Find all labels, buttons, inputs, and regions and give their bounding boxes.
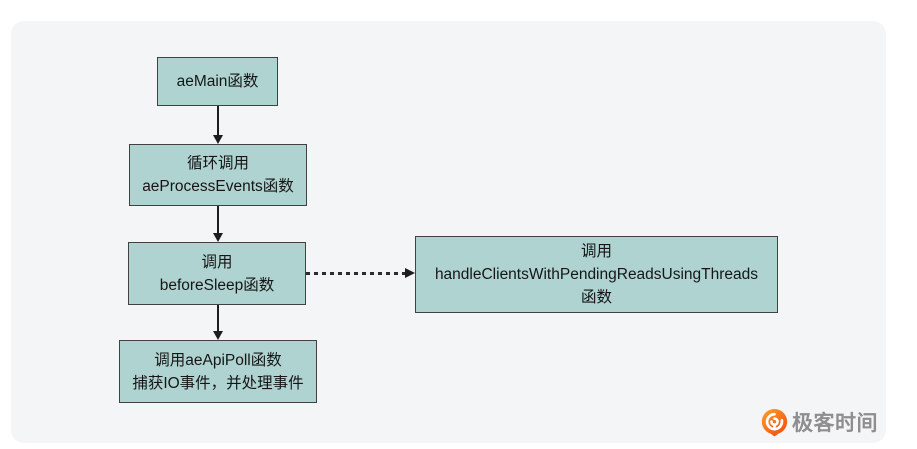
node-aeapipoll: 调用aeApiPoll函数 捕获IO事件，并处理事件 (119, 340, 317, 403)
node-label-line: handleClientsWithPendingReadsUsingThread… (434, 266, 759, 283)
arrow-down-aemain-to-aeprocessevents (212, 106, 224, 144)
node-handleclients: 调用 handleClientsWithPendingReadsUsingThr… (415, 236, 778, 313)
arrow-head-down-icon (213, 331, 223, 340)
dashed-arrow-beforesleep-to-handleclients (306, 267, 415, 279)
arrow-shaft (217, 305, 219, 331)
arrow-down-aeprocessevents-to-beforesleep (212, 206, 224, 242)
node-beforesleep: 调用 beforeSleep函数 (128, 242, 306, 305)
arrow-head-right-icon (405, 268, 415, 278)
arrow-head-down-icon (213, 135, 223, 144)
node-label-line: beforeSleep函数 (159, 276, 275, 294)
diagram-panel: aeMain函数 循环调用 aeProcessEvents函数 调用 befor… (11, 21, 886, 443)
node-label-line: 调用 (201, 253, 233, 271)
arrow-down-beforesleep-to-aeapipoll (212, 305, 224, 340)
dashed-arrow-shaft (306, 272, 405, 275)
node-label-line: 捕获IO事件，并处理事件 (132, 374, 304, 392)
geektime-logo-icon (761, 408, 788, 437)
node-label-line: 循环调用 (186, 155, 249, 172)
node-label-line: 调用aeApiPoll函数 (154, 351, 282, 369)
node-label-line: 调用 (580, 243, 612, 260)
node-label-line: aeProcessEvents函数 (142, 178, 294, 195)
geektime-watermark: 极客时间 (761, 407, 878, 437)
geektime-logo-text: 极客时间 (792, 412, 878, 435)
node-aeprocessevents: 循环调用 aeProcessEvents函数 (129, 144, 307, 206)
node-aemain: aeMain函数 (157, 57, 278, 106)
node-label-line: aeMain函数 (176, 73, 259, 90)
arrow-shaft (217, 106, 219, 135)
arrow-head-down-icon (213, 233, 223, 242)
node-label-line: 函数 (580, 289, 612, 306)
arrow-shaft (217, 206, 219, 233)
